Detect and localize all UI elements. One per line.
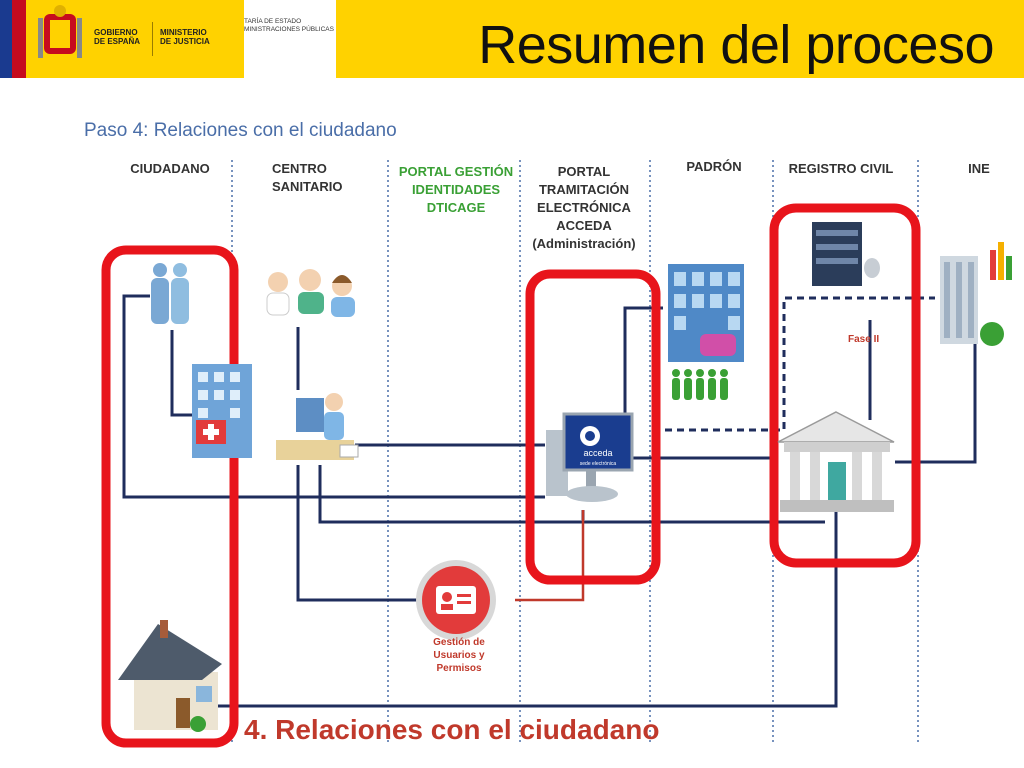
- subtitle: Paso 4: Relaciones con el ciudadano: [84, 120, 397, 141]
- highlight-registro-civil: [769, 203, 921, 568]
- col-line: CENTRO: [272, 161, 327, 176]
- logo-line: DE JUSTICIA: [160, 37, 210, 46]
- connector: [296, 465, 420, 602]
- col-line: (Administración): [532, 236, 636, 251]
- logo-line: MINISTERIO: [160, 28, 207, 37]
- clinic-worker-icon: [276, 393, 359, 460]
- coat-of-arms-icon: [38, 5, 82, 58]
- server-icon: [812, 222, 880, 286]
- population-icon: [672, 369, 728, 400]
- gestion-line: Gestión de: [433, 637, 485, 648]
- col-line: PORTAL GESTIÓN: [398, 164, 514, 179]
- padron-building-icon: [668, 264, 744, 362]
- col-registro-civil: REGISTRO CIVIL: [788, 161, 894, 176]
- gestion-line: Permisos: [436, 663, 482, 674]
- user-management-icon: [416, 560, 496, 640]
- eu-flag-strip: [0, 0, 12, 78]
- medical-staff-icon: [266, 269, 355, 317]
- col-line: SANITARIO: [272, 179, 343, 194]
- col-line: IDENTIDADES: [411, 182, 501, 197]
- logo-line: GOBIERNO: [94, 28, 138, 37]
- secretaria-text: TARÍA DE ESTADO MINISTRACIONES PÚBLICAS: [244, 18, 334, 34]
- col-ciudadano: CIUDADANO: [130, 161, 210, 176]
- acceda-sub-label: sede electrónica: [580, 461, 617, 467]
- col-portal-gestion: PORTAL GESTIÓN IDENTIDADES DTICAGE: [394, 163, 518, 217]
- gestion-label: Gestión de Usuarios y Permisos: [412, 636, 506, 675]
- col-line: TRAMITACIÓN: [538, 182, 630, 197]
- bottom-caption: 4. Relaciones con el ciudadano: [244, 714, 660, 745]
- col-portal-tramitacion: PORTAL TRAMITACIÓN ELECTRÓNICA ACCEDA (A…: [522, 163, 646, 253]
- col-ine: INE: [968, 161, 990, 176]
- connector: [895, 343, 977, 464]
- highlight-ciudadano: [101, 245, 239, 748]
- citizens-icon: [151, 263, 189, 324]
- col-line: ELECTRÓNICA: [537, 200, 631, 215]
- connector: [623, 306, 663, 415]
- secretaria-line: MINISTRACIONES PÚBLICAS: [244, 26, 334, 33]
- logo-line: DE ESPAÑA: [94, 37, 141, 46]
- dashed-connector: [665, 296, 935, 432]
- ine-building-icon: [940, 242, 1012, 346]
- courthouse-icon: [777, 411, 895, 512]
- house-icon: [118, 620, 222, 732]
- col-padron: PADRÓN: [686, 159, 742, 174]
- gestion-line: Usuarios y: [433, 650, 485, 661]
- acceda-label: acceda: [583, 448, 612, 458]
- secretaria-line: TARÍA DE ESTADO: [244, 18, 302, 25]
- connector: [122, 294, 545, 499]
- col-line: DTICAGE: [426, 200, 486, 215]
- hospital-icon: [192, 364, 252, 458]
- highlight-portal-tramitacion: [525, 269, 661, 585]
- acceda-computer-icon: [546, 412, 634, 502]
- page-title: Resumen del proceso: [478, 15, 994, 75]
- col-centro-sanitario: CENTRO SANITARIO: [272, 160, 343, 196]
- fase-label: Fase II: [848, 334, 880, 345]
- col-line: ACCEDA: [556, 218, 612, 233]
- col-line: PORTAL: [557, 164, 611, 179]
- connector: [170, 330, 192, 417]
- government-logo: GOBIERNO DE ESPAÑA MINISTERIO DE JUSTICI…: [0, 0, 244, 78]
- header-white-panel: [240, 0, 336, 78]
- red-connector: [515, 510, 585, 602]
- connector: [208, 512, 838, 708]
